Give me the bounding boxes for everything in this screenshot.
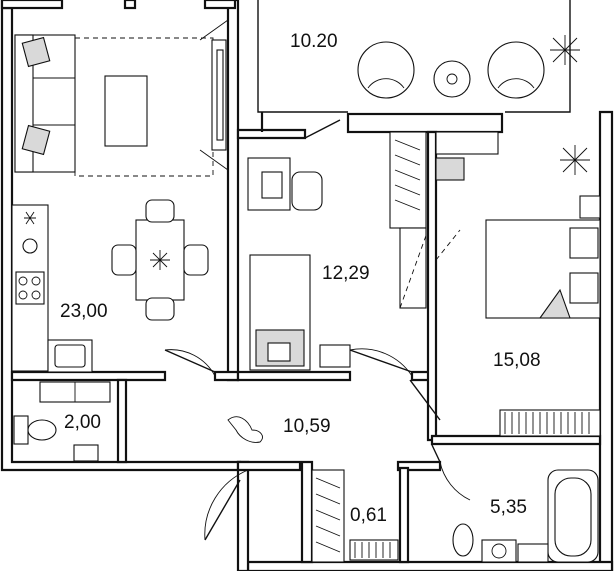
- area-label-wc: 2,00: [64, 412, 101, 433]
- doors: [164, 119, 471, 541]
- area-label-study: 12,29: [322, 263, 370, 284]
- area-label-living: 23,00: [60, 301, 108, 322]
- living-furniture: [11, 19, 229, 373]
- closet-fixtures: [311, 469, 399, 563]
- area-label-balcony: 10.20: [290, 31, 338, 52]
- bathroom-fixtures: [452, 469, 599, 563]
- area-label-bedroom: 15,08: [493, 350, 541, 371]
- study-furniture: [247, 131, 429, 371]
- bedroom-furniture: [435, 131, 601, 437]
- balcony-furniture: [357, 35, 580, 99]
- area-label-bathroom: 5,35: [490, 497, 527, 518]
- area-labels: 10.20 23,00 2,00 10,59 12,29 15,08 0,61 …: [60, 31, 541, 526]
- pet-figure: [227, 416, 263, 443]
- area-label-hall: 10,59: [283, 416, 331, 437]
- wc-fixtures: [13, 381, 111, 462]
- area-label-closet: 0,61: [350, 505, 387, 526]
